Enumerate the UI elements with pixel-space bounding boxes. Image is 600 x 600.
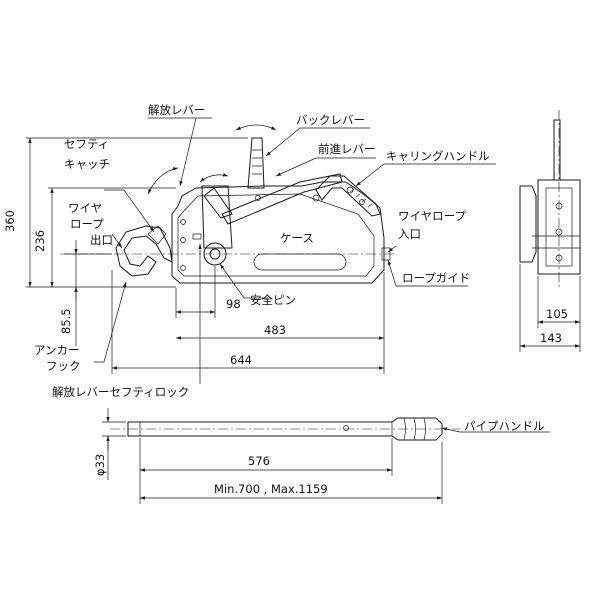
side-hook: [519, 185, 537, 263]
pipe-handle-body: [127, 417, 443, 441]
dimension-values: 360 236 85.5 98 483 644 105 143 φ33 576 …: [3, 210, 568, 496]
handle-pin: [346, 186, 354, 194]
leader-wire-inlet: [387, 245, 397, 253]
leader-safety-pin: [219, 263, 268, 299]
leader-pipe-handle: [441, 427, 550, 433]
rope-guide: [381, 247, 391, 261]
side-plate: [532, 235, 580, 249]
dim-value-143: 143: [540, 331, 562, 345]
safety-catch: [147, 225, 167, 245]
label-release-lever: 解放レバー: [148, 103, 206, 117]
label-safety-lock: 解放レバーセフティロック: [52, 385, 189, 399]
labels: 解放レバー バックレバー 前進レバー キャリングハンドル セフティ キャッチ ワ…: [34, 103, 545, 433]
leader-wire-outlet: [111, 233, 123, 249]
label-anchor-hook-2: フック: [46, 359, 81, 373]
label-wire-inlet-1: ワイヤロープ: [398, 209, 466, 223]
label-back-lever: バックレバー: [296, 113, 365, 127]
leader-carrying-handle: [355, 163, 496, 187]
reverse-lever-swing-arc: [235, 124, 277, 131]
case-bolt: [180, 219, 186, 225]
case-slot: [253, 253, 347, 271]
pipe-handle-hole: [343, 425, 349, 431]
release-lever-bar: [203, 187, 233, 219]
forward-lever-swing-arc: [199, 173, 229, 183]
reverse-lever-grip: [252, 149, 262, 175]
label-anchor-hook-1: アンカー: [34, 343, 80, 357]
carrying-handle: [315, 175, 381, 217]
leader-back-lever: [265, 127, 370, 157]
side-bolt: [555, 228, 563, 236]
dim-value-98: 98: [226, 297, 241, 311]
label-safety-catch-2: キャッチ: [64, 157, 110, 171]
main-pivot-inner: [209, 248, 221, 260]
label-carrying-handle: キャリングハンドル: [386, 149, 490, 163]
dim-value-644: 644: [230, 353, 252, 367]
label-rope-guide: ロープガイド: [402, 271, 470, 285]
dim-value-105: 105: [546, 307, 568, 321]
pipe-handle-view: [102, 408, 550, 504]
dim-value-85: 85.5: [59, 308, 73, 334]
release-lever-plate: [201, 185, 233, 249]
dim-value-height: 360: [3, 210, 17, 232]
dim-value-576: 576: [248, 454, 270, 468]
case-inner-outline: [177, 193, 375, 277]
puller-side-view: [519, 110, 581, 352]
dim-value-483: 483: [264, 323, 286, 337]
leader-safety-catch: [104, 189, 155, 233]
label-wire-outlet-1: ワイヤ: [68, 201, 102, 215]
safety-lock-mark: [192, 233, 202, 240]
leader-rope-guide: [387, 259, 468, 287]
handle-pin: [312, 194, 320, 202]
carrying-handle-grip: [349, 188, 373, 208]
forward-lever: [221, 173, 343, 225]
front-dimensions: [26, 137, 385, 374]
label-safety-catch-1: セフティ: [64, 137, 109, 151]
dim-value-min-max: Min.700 , Max.1159: [214, 482, 328, 496]
label-forward-lever: 前進レバー: [318, 142, 376, 156]
leader-release-lever: [148, 117, 212, 186]
label-safety-pin: 安全ピン: [250, 293, 296, 307]
leader-lines: [94, 117, 496, 384]
case-bolt: [180, 265, 186, 271]
case-bolt: [180, 237, 186, 243]
anchor-hook: [115, 225, 173, 277]
label-wire-outlet-3: 出口: [90, 233, 113, 247]
label-pipe-handle: パイプハンドル: [464, 419, 545, 433]
label-wire-inlet-2: 入口: [398, 227, 421, 241]
leader-anchor-hook: [94, 281, 127, 363]
leader-forward-lever: [275, 157, 376, 177]
release-lever-swing-arc: [147, 167, 179, 195]
case-bolt: [359, 199, 365, 205]
puller-front-view: [60, 124, 395, 284]
label-case: ケース: [280, 231, 314, 245]
dim-value-236: 236: [33, 230, 47, 252]
reverse-lever: [247, 137, 265, 189]
main-pivot-outer: [203, 242, 227, 266]
dim-value-phi33: φ33: [93, 454, 107, 476]
label-wire-outlet-2: ロープ: [70, 217, 104, 231]
